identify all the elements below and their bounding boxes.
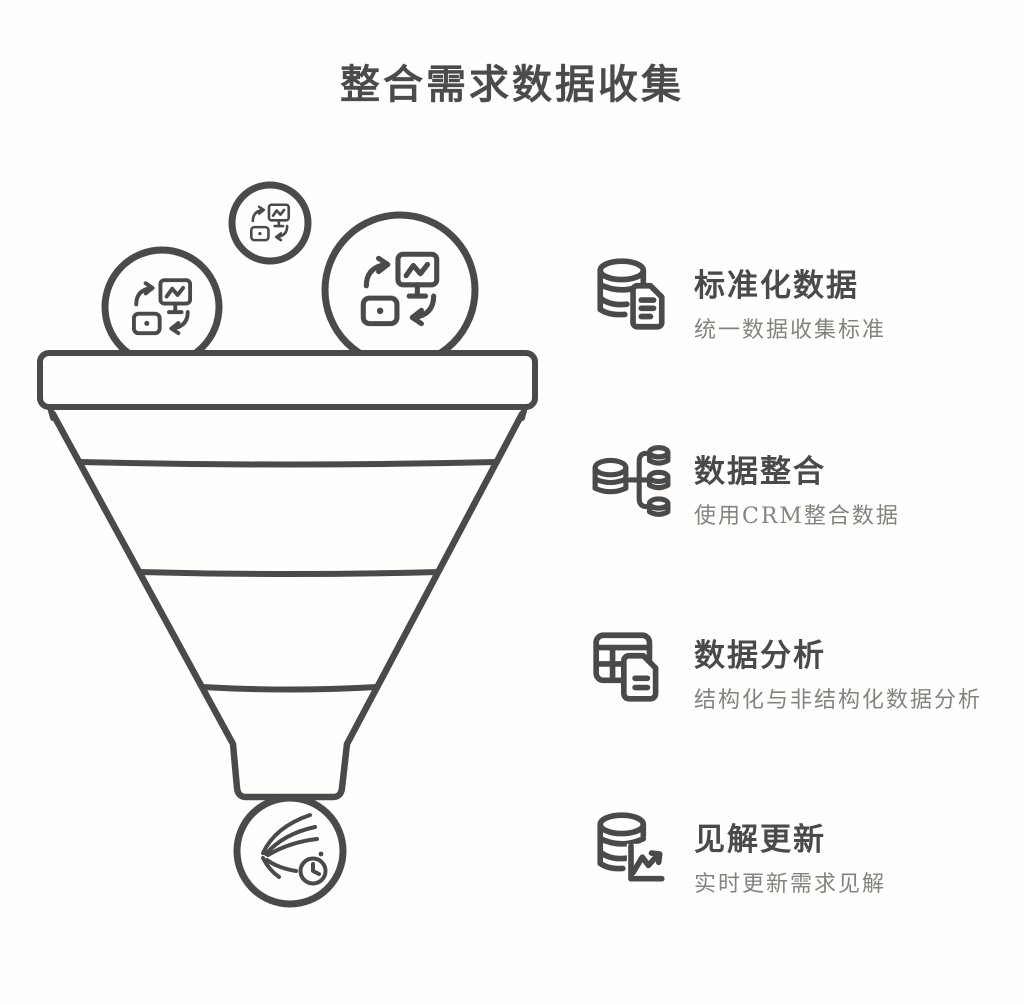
inflow-bubble-small bbox=[228, 181, 312, 265]
step-title: 标准化数据 bbox=[694, 268, 859, 304]
page-title: 整合需求数据收集 bbox=[340, 61, 684, 108]
step-text: 数据整合 使用CRM整合数据 bbox=[694, 441, 900, 529]
step-title: 数据分析 bbox=[694, 638, 826, 674]
funnel-outlet-circle bbox=[233, 794, 347, 908]
step-text: 见解更新 实时更新需求见解 bbox=[694, 809, 886, 897]
table-document-icon bbox=[593, 632, 659, 702]
step-subtitle: 统一数据收集标准 bbox=[694, 318, 887, 344]
step-text: 数据分析 结构化与非结构化数据分析 bbox=[694, 625, 982, 713]
step-title: 见解更新 bbox=[694, 822, 826, 858]
database-document-icon bbox=[597, 258, 665, 330]
funnel-divider bbox=[76, 459, 500, 468]
funnel-illustration bbox=[37, 181, 538, 908]
step-subtitle: 结构化与非结构化数据分析 bbox=[694, 688, 983, 714]
funnel-divider bbox=[199, 684, 380, 693]
database-branch-icon bbox=[592, 445, 671, 517]
step-subtitle: 使用CRM整合数据 bbox=[694, 504, 900, 530]
funnel-divider bbox=[136, 569, 441, 577]
funnel-dividers bbox=[76, 459, 500, 693]
step-title: 数据整合 bbox=[694, 454, 826, 490]
realtime-output-icon bbox=[261, 813, 328, 886]
inflow-bubble-right bbox=[321, 211, 479, 369]
step-text: 标准化数据 统一数据收集标准 bbox=[694, 255, 886, 343]
step-item: 见解更新 实时更新需求见解 bbox=[590, 809, 886, 897]
database-chart-icon bbox=[597, 812, 665, 883]
inflow-bubble-left bbox=[101, 246, 223, 368]
step-item: 数据整合 使用CRM整合数据 bbox=[590, 441, 900, 529]
step-item: 数据分析 结构化与非结构化数据分析 bbox=[590, 625, 982, 713]
step-subtitle: 实时更新需求见解 bbox=[694, 872, 887, 898]
funnel-rim bbox=[37, 350, 538, 421]
funnel-cone bbox=[49, 410, 526, 801]
step-item: 标准化数据 统一数据收集标准 bbox=[590, 255, 886, 343]
